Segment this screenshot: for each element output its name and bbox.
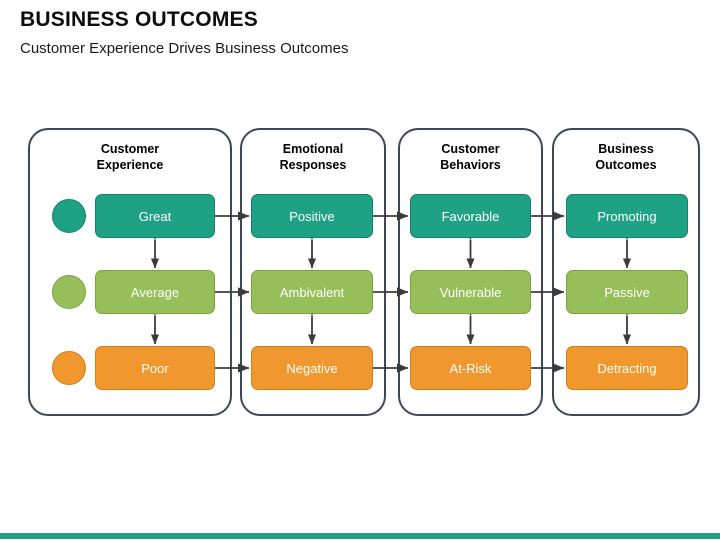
node-label: Great (138, 208, 172, 224)
node-label: Promoting (597, 208, 657, 224)
panel-title-line-2: Experience (96, 158, 164, 172)
node-emotional-responses-average[interactable]: Ambivalent (251, 270, 373, 314)
node-emotional-responses-great[interactable]: Positive (251, 194, 373, 238)
node-label: At-Risk (449, 360, 492, 376)
node-label: Average (130, 284, 180, 300)
node-business-outcomes-poor[interactable]: Detracting (566, 346, 688, 390)
node-label: Ambivalent (279, 284, 345, 300)
panel-title-line-2: Outcomes (595, 158, 657, 172)
panel-title-line-1: Emotional (282, 142, 344, 156)
node-customer-experience-great[interactable]: Great (95, 194, 215, 238)
node-business-outcomes-great[interactable]: Promoting (566, 194, 688, 238)
node-label: Favorable (441, 208, 500, 224)
node-label: Negative (286, 360, 338, 376)
node-label: Detracting (597, 360, 657, 376)
node-customer-behaviors-great[interactable]: Favorable (410, 194, 531, 238)
panel-title-line-1: Customer (441, 142, 500, 156)
panel-title-line-2: Responses (279, 158, 347, 172)
panel-title-line-2: Behaviors (440, 158, 501, 172)
node-customer-behaviors-average[interactable]: Vulnerable (410, 270, 531, 314)
node-customer-behaviors-poor[interactable]: At-Risk (410, 346, 531, 390)
status-dot-great (52, 199, 86, 233)
status-dot-average (52, 275, 86, 309)
node-customer-experience-average[interactable]: Average (95, 270, 215, 314)
node-label: Vulnerable (439, 284, 502, 300)
node-customer-experience-poor[interactable]: Poor (95, 346, 215, 390)
node-label: Passive (604, 284, 650, 300)
node-label: Positive (289, 208, 335, 224)
node-business-outcomes-average[interactable]: Passive (566, 270, 688, 314)
node-emotional-responses-poor[interactable]: Negative (251, 346, 373, 390)
status-dot-poor (52, 351, 86, 385)
node-label: Poor (141, 360, 169, 376)
page-subtitle: Customer Experience Drives Business Outc… (20, 40, 349, 57)
panel-title-line-1: Business (598, 142, 654, 156)
panel-title-line-1: Customer (100, 142, 160, 156)
page-title: BUSINESS OUTCOMES (20, 8, 258, 31)
footer-accent-bar (0, 533, 720, 539)
